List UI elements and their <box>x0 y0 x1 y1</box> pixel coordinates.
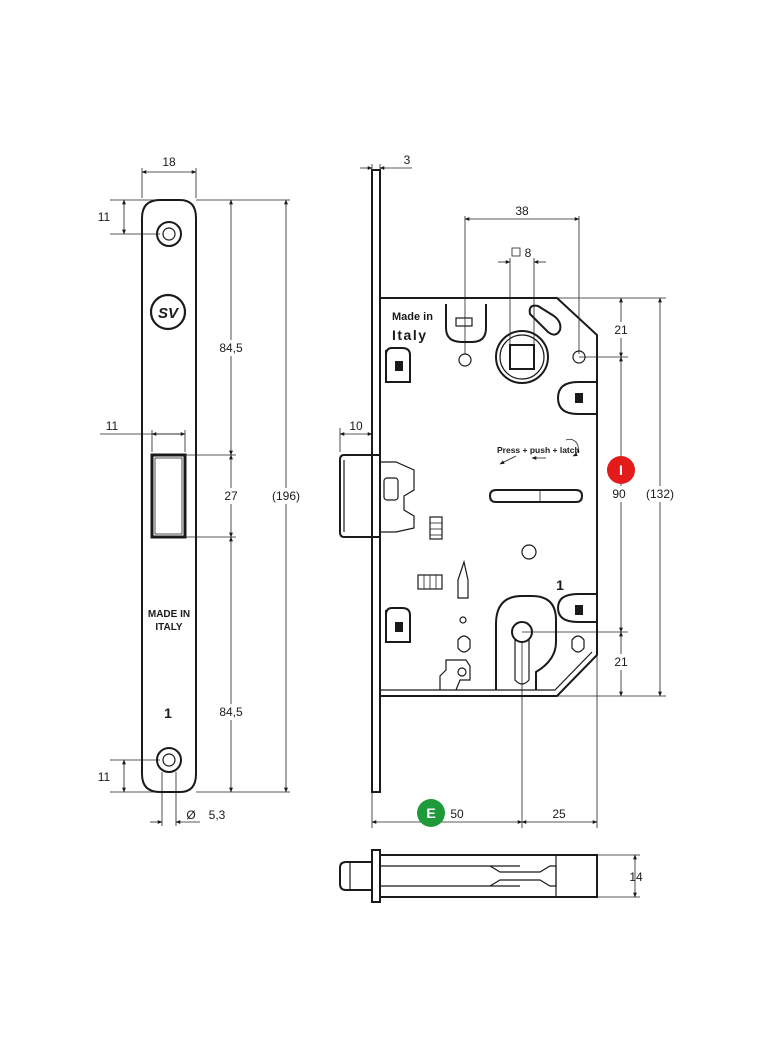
dim-lower: 84,5 <box>219 705 243 719</box>
faceplate-view: SV MADE IN ITALY 1 <box>141 199 197 793</box>
dim-hole-dia: 5,3 <box>209 808 226 822</box>
marker-e-letter: E <box>426 805 435 821</box>
faceplate-top-hole <box>156 221 182 247</box>
dim-latch-offset: 11 <box>106 419 119 433</box>
faceplate-bottom-hole <box>156 747 182 773</box>
faceplate-stamp-line2: ITALY <box>155 622 183 633</box>
sv-logo <box>149 293 187 331</box>
dia-symbol: Ø <box>186 808 195 822</box>
dim-backset: 50 <box>450 807 464 821</box>
cylinder-housing <box>495 595 557 690</box>
spindle-hub <box>495 330 549 384</box>
faceplate-outline <box>141 199 197 793</box>
dim-spindle-square: 8 <box>525 246 532 260</box>
dim-upper: 84,5 <box>219 341 243 355</box>
faceplate-dimensions: 18 11 11 84,5 27 84,5 (196) <box>98 155 306 826</box>
faceplate-latch-window <box>150 453 187 539</box>
dim-spindle-centers: 38 <box>515 204 529 218</box>
dim-bottom-hole: 11 <box>98 770 111 784</box>
lock-body-dimensions: 3 38 8 21 90 21 (132) 10 <box>339 153 682 828</box>
dim-bottom-offset: 21 <box>614 655 628 669</box>
marker-i: I <box>607 456 635 484</box>
dim-rear: 25 <box>552 807 566 821</box>
dim-center-distance: 90 <box>612 487 626 501</box>
dim-side-thickness: 14 <box>629 870 643 884</box>
dim-top-hole: 11 <box>98 210 111 224</box>
faceplate-stamp-line1: MADE IN <box>148 609 190 620</box>
body-number: 1 <box>556 577 564 593</box>
lock-case <box>380 297 598 697</box>
dim-top-offset: 21 <box>614 323 628 337</box>
body-made-in-line1: Made in <box>392 311 433 323</box>
dim-case-height: (132) <box>646 487 674 501</box>
front-plate <box>371 169 381 793</box>
dim-latch-projection: 10 <box>349 419 363 433</box>
dim-latch-height: 27 <box>224 489 238 503</box>
spindle-square <box>509 344 535 370</box>
latch-bolt <box>339 454 380 538</box>
lock-body-view: Made in Italy Press + push + latch 1 <box>339 169 598 793</box>
instruction-text: Press + push + latch <box>497 445 580 455</box>
dim-faceplate-width: 18 <box>162 155 176 169</box>
marker-i-letter: I <box>619 462 623 478</box>
body-made-in-line2: Italy <box>392 327 428 343</box>
faceplate-number: 1 <box>164 705 172 721</box>
marker-e: E <box>417 799 445 827</box>
dim-plate-thickness: 3 <box>404 153 411 167</box>
dim-total: (196) <box>272 489 300 503</box>
side-view: 14 <box>339 849 643 903</box>
sv-logo-text: SV <box>158 305 180 322</box>
